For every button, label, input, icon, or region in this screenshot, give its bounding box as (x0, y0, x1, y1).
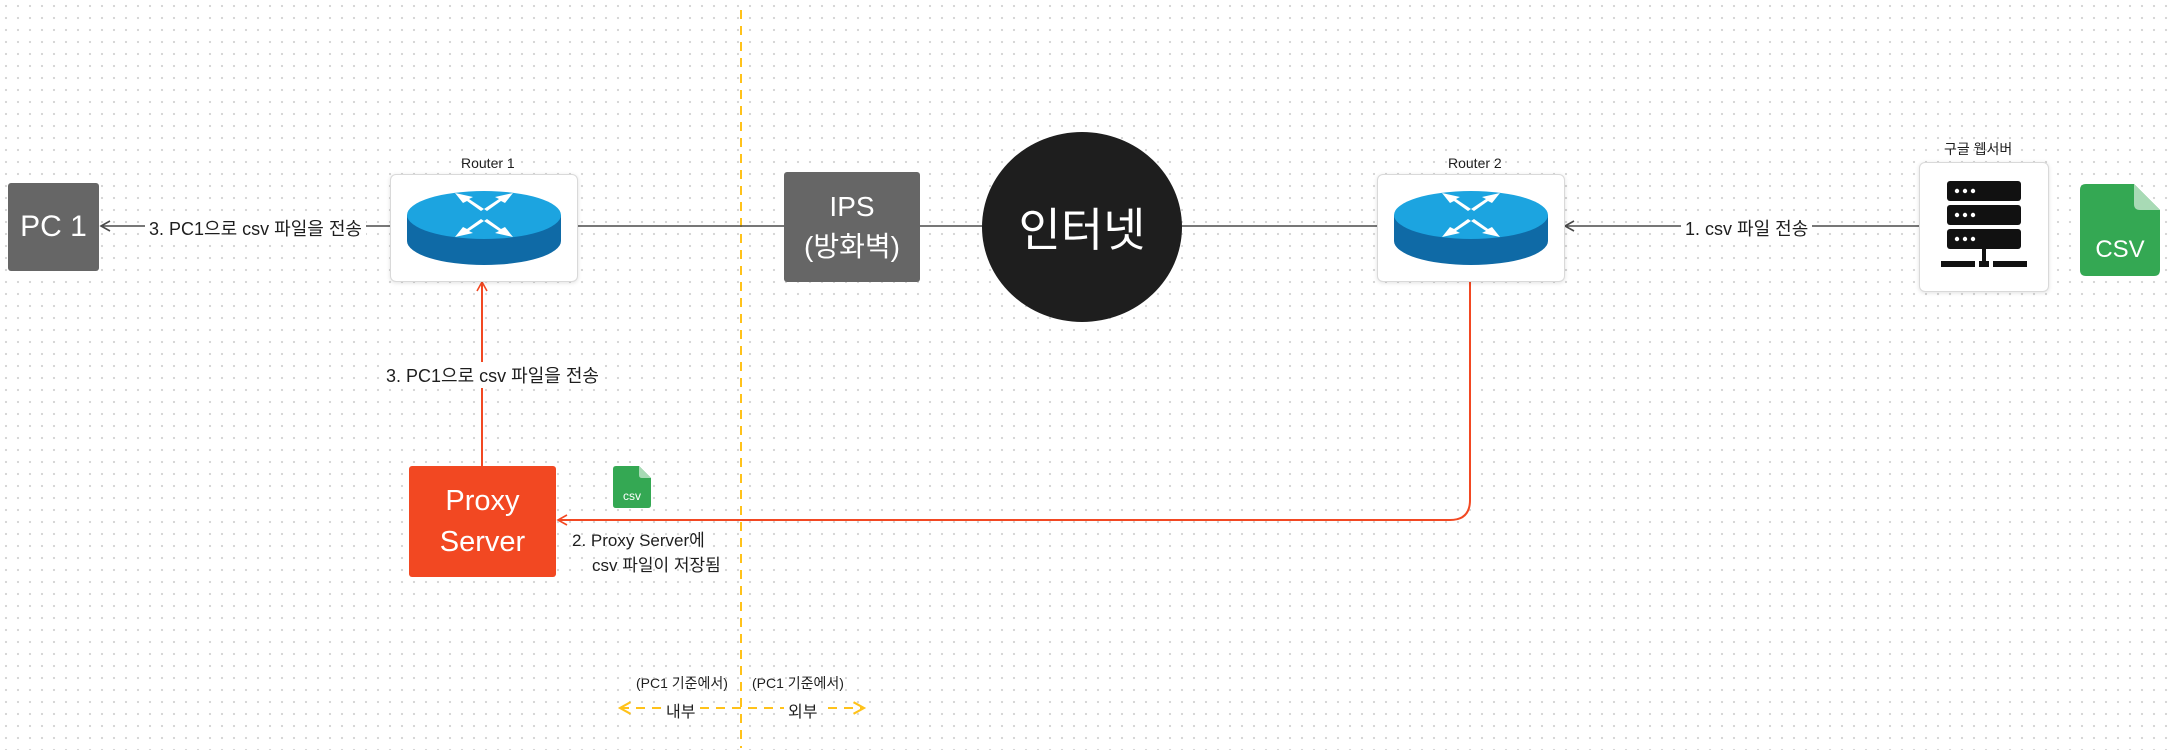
router1-node (390, 174, 578, 282)
edge-router2-proxy (556, 281, 1471, 526)
pc1-label: PC 1 (20, 210, 87, 243)
ips-sublabel: (방화벽) (804, 231, 900, 262)
pc1-node: PC 1 (8, 183, 99, 271)
zone-outside-caption: (PC1 기준에서) (752, 675, 844, 691)
csv-large-label: CSV (2095, 236, 2145, 263)
router-icon (1394, 191, 1548, 265)
internet-node: 인터넷 (982, 132, 1182, 322)
router-icon (407, 191, 561, 265)
webserver-title: 구글 웹서버 (1944, 141, 2013, 157)
zone-inside-caption: (PC1 기준에서) (636, 675, 728, 691)
step3-label-top: 3. PC1으로 csv 파일을 전송 (145, 215, 366, 241)
ips-node: IPS (방화벽) (784, 172, 920, 282)
router1-title: Router 1 (461, 155, 515, 171)
step2-line2: csv 파일이 저장됨 (592, 556, 721, 575)
router2-node (1377, 174, 1565, 282)
server-rack-icon (1941, 181, 2027, 267)
step3-label-mid: 3. PC1으로 csv 파일을 전송 (382, 362, 603, 388)
csv-file-icon: CSV (2080, 184, 2160, 276)
step1-label: 1. csv 파일 전송 (1681, 215, 1813, 241)
internet-label: 인터넷 (1018, 204, 1146, 256)
proxy-label: Proxy (445, 484, 520, 517)
proxy-server-node: Proxy Server (409, 466, 556, 577)
csv-file-icon-small: csv (613, 466, 651, 508)
zone-inside-label: 내부 (662, 698, 700, 722)
csv-small-label: csv (623, 489, 641, 503)
webserver-node (1919, 162, 2049, 292)
zone-outside-label: 외부 (784, 698, 822, 722)
step2-label: 2. Proxy Server에 csv 파일이 저장됨 (572, 528, 721, 578)
router2-title: Router 2 (1448, 155, 1502, 171)
proxy-sublabel: Server (439, 525, 526, 558)
ips-label: IPS (829, 191, 875, 222)
step2-line1: 2. Proxy Server에 (572, 531, 705, 550)
